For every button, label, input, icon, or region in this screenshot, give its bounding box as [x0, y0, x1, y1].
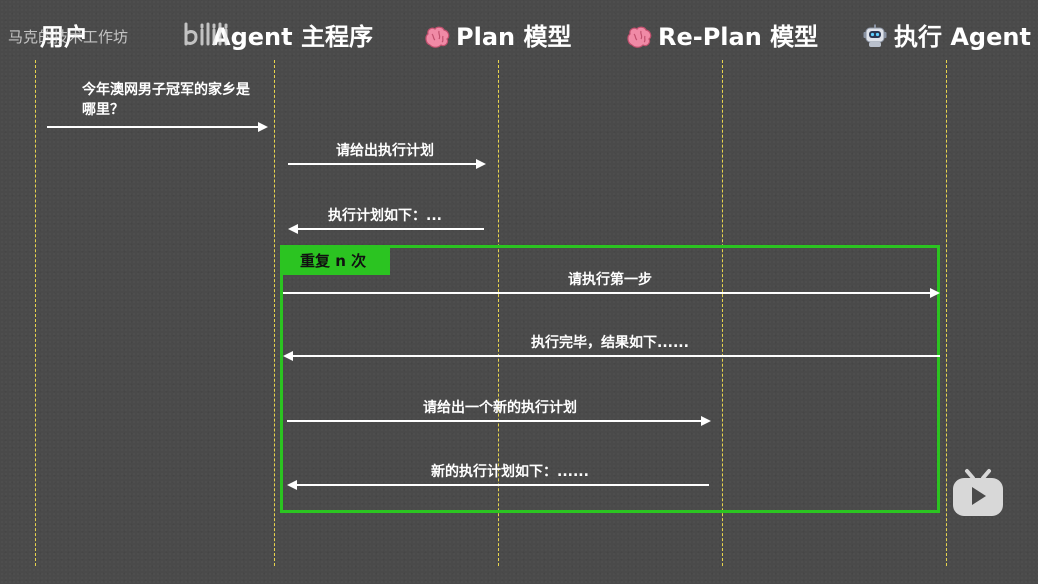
message-user-question: 今年澳网男子冠军的家乡是哪里？	[82, 82, 250, 118]
message-request-new-plan: 请给出一个新的执行计划	[423, 400, 577, 416]
loop-label: 重复 n 次	[282, 248, 390, 275]
participant-user: 用户	[40, 20, 88, 54]
bilibili-watermark-icon	[180, 20, 250, 54]
message-request-plan: 请给出执行计划	[336, 143, 434, 159]
participant-user-label: 用户	[40, 23, 88, 51]
loop-frame	[280, 245, 940, 513]
lifeline-user	[35, 60, 36, 566]
robot-icon	[862, 23, 888, 58]
participant-plan-label: Plan 模型	[456, 23, 572, 51]
lifeline-plan	[498, 60, 499, 566]
participant-agent: Agent 主程序	[212, 20, 373, 54]
participant-replan: Re-Plan 模型	[626, 20, 818, 58]
lifeline-executor	[946, 60, 947, 566]
message-execute-step: 请执行第一步	[568, 272, 652, 288]
participant-plan: Plan 模型	[424, 20, 571, 58]
brain-icon	[424, 24, 450, 58]
bilibili-logo-icon[interactable]	[950, 465, 1006, 519]
message-execution-result: 执行完毕，结果如下......	[531, 335, 689, 351]
message-new-plan-response: 新的执行计划如下：......	[431, 464, 589, 480]
participant-executor-label: 执行 Agent	[894, 23, 1031, 51]
participant-replan-label: Re-Plan 模型	[658, 23, 819, 51]
participant-executor: 执行 Agent	[862, 20, 1031, 58]
brain-icon	[626, 24, 652, 58]
lifeline-replan	[722, 60, 723, 566]
participant-agent-label: Agent 主程序	[212, 23, 373, 51]
lifeline-agent	[274, 60, 275, 566]
message-plan-response: 执行计划如下：...	[328, 208, 442, 224]
watermark-text: 马克的技术工作坊	[8, 28, 129, 46]
